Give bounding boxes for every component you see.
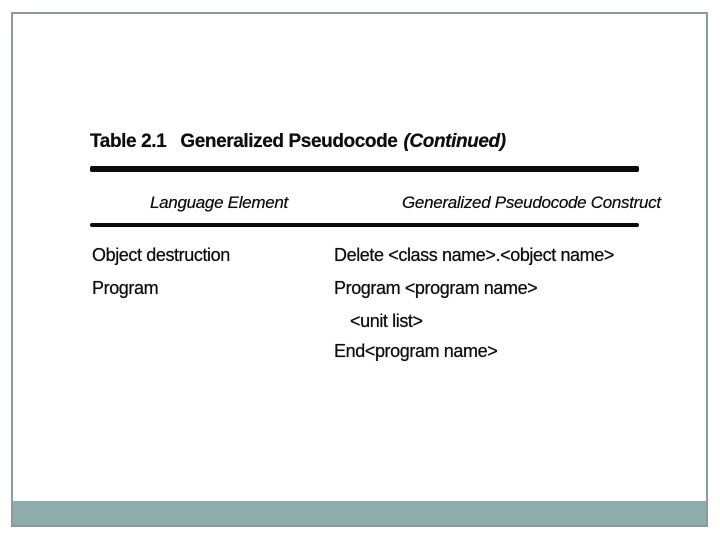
table-cell-construct-program: Program <program name> [334, 278, 538, 298]
table-cell-construct-delete: Delete <class name>.<object name> [334, 245, 614, 265]
table-cell-element-object-destruction: Object destruction [92, 245, 230, 265]
table-scan-area: Table 2.1 Generalized Pseudocode(Continue… [13, 14, 706, 525]
slide-frame: Table 2.1 Generalized Pseudocode(Continue… [11, 12, 708, 527]
table-name: Generalized Pseudocode [180, 131, 398, 152]
table-number: Table 2.1 [90, 131, 167, 152]
table-cell-construct-end-program: End<program name> [334, 341, 498, 361]
column-header-language-element: Language Element [150, 193, 288, 212]
column-header-pseudocode-construct: Generalized Pseudocode Construct [402, 193, 661, 212]
table-continued-label: (Continued) [403, 131, 506, 152]
table-cell-element-program: Program [92, 278, 159, 298]
table-header-rule [90, 223, 639, 227]
table-title: Table 2.1 Generalized Pseudocode(Continue… [90, 131, 506, 153]
table-top-rule [90, 166, 639, 172]
table-cell-construct-unit-list: <unit list> [350, 311, 423, 331]
bottom-accent-bar [13, 501, 706, 525]
